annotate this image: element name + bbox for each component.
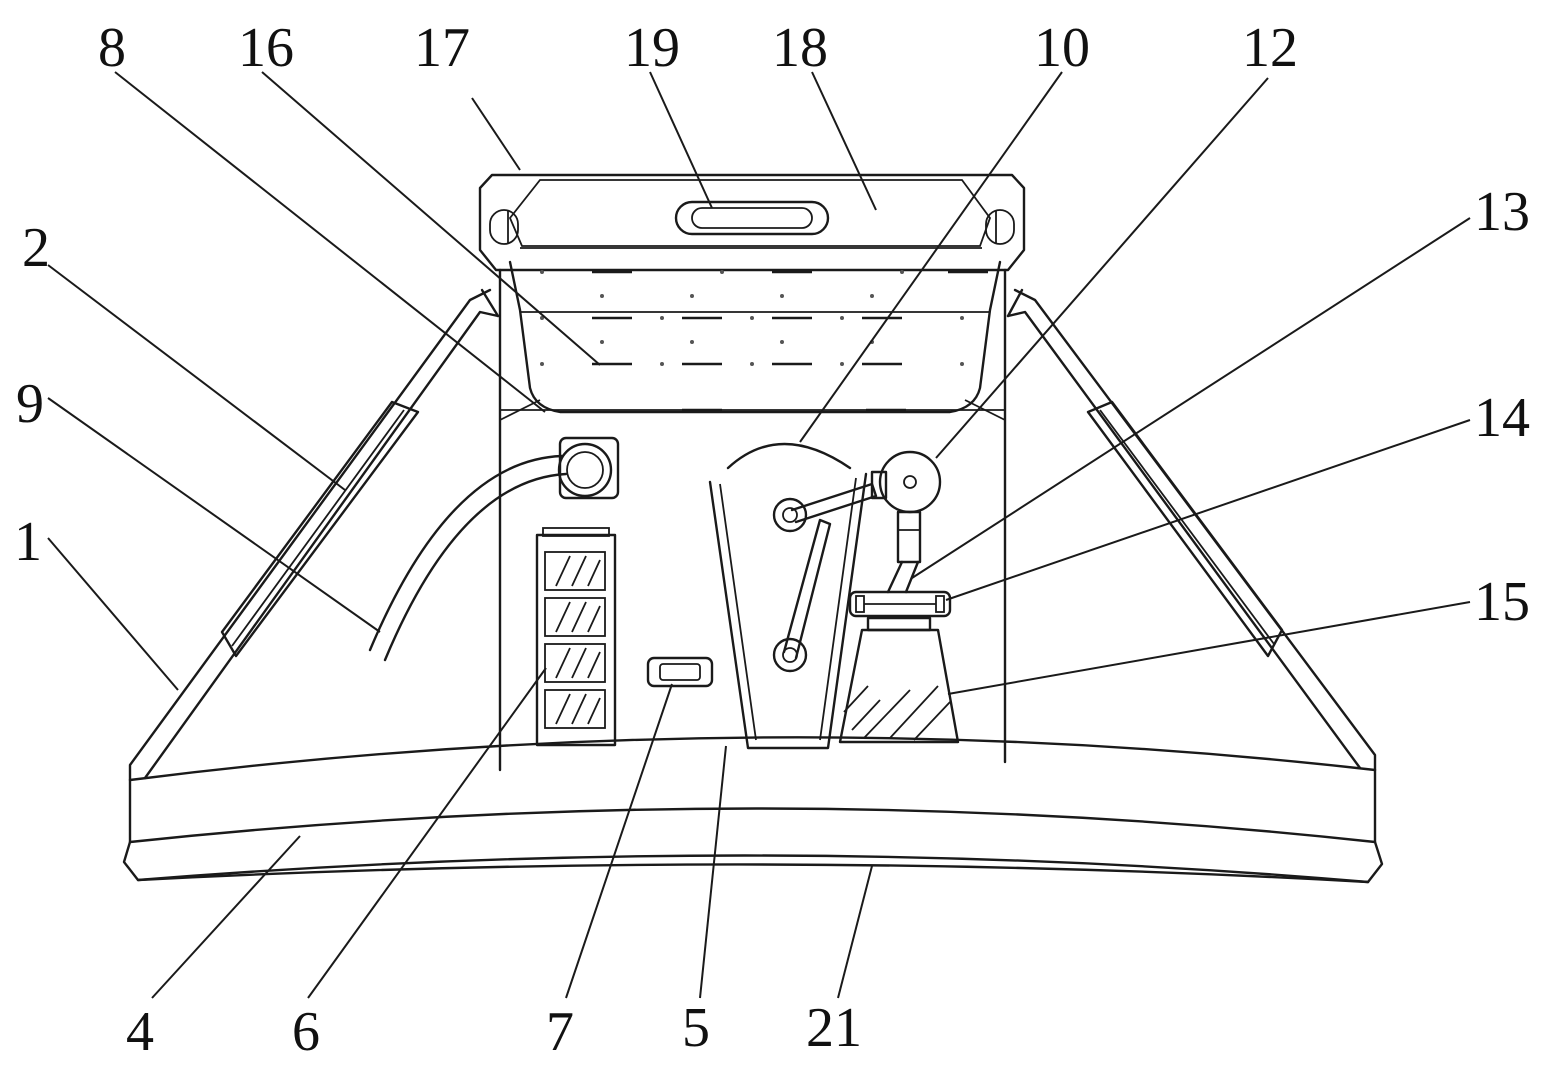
right-handle-rail [1086, 400, 1284, 658]
clamp-14 [848, 590, 952, 618]
label-5: 5 [682, 997, 710, 1059]
battery-pack-6 [535, 527, 617, 747]
weight-block-15 [838, 616, 960, 744]
label-6: 6 [292, 1001, 320, 1063]
gear-wheel-12 [870, 450, 942, 564]
label-19: 19 [624, 17, 680, 79]
right-hinge [985, 209, 1015, 245]
label-18: 18 [772, 17, 828, 79]
label-8: 8 [98, 17, 126, 79]
cable-9 [368, 454, 568, 662]
label-16: 16 [238, 17, 294, 79]
label-14: 14 [1474, 387, 1530, 449]
crank-linkage [772, 482, 878, 673]
storage-box-16 [508, 260, 1002, 414]
label-7: 7 [546, 1001, 574, 1063]
top-cover-17 [478, 173, 1026, 272]
label-4: 4 [126, 1001, 154, 1063]
left-handle-rail-2 [220, 400, 420, 658]
label-12: 12 [1242, 17, 1298, 79]
motor-housing-10 [708, 442, 868, 750]
left-side-frame-1 [128, 288, 500, 782]
label-17: 17 [414, 17, 470, 79]
storage-box-dots [540, 270, 964, 366]
switch-7 [646, 656, 714, 688]
label-13: 13 [1474, 181, 1530, 243]
label-9: 9 [16, 373, 44, 435]
label-2: 2 [22, 217, 50, 279]
base-part-4 [128, 736, 1377, 844]
right-side-frame [1006, 288, 1377, 772]
connector-8 [557, 436, 620, 500]
leader-lines [47, 71, 1471, 999]
bottom-skirt-21 [122, 840, 1384, 884]
label-1: 1 [14, 511, 42, 573]
label-21: 21 [806, 997, 862, 1059]
lid-handle-19 [674, 200, 830, 236]
label-10: 10 [1034, 17, 1090, 79]
left-hinge [489, 209, 519, 245]
base-top-arc [128, 736, 1377, 782]
label-15: 15 [1474, 571, 1530, 633]
reference-numerals: 8 16 17 19 18 10 12 13 2 9 14 1 15 4 6 7… [14, 17, 1530, 1063]
